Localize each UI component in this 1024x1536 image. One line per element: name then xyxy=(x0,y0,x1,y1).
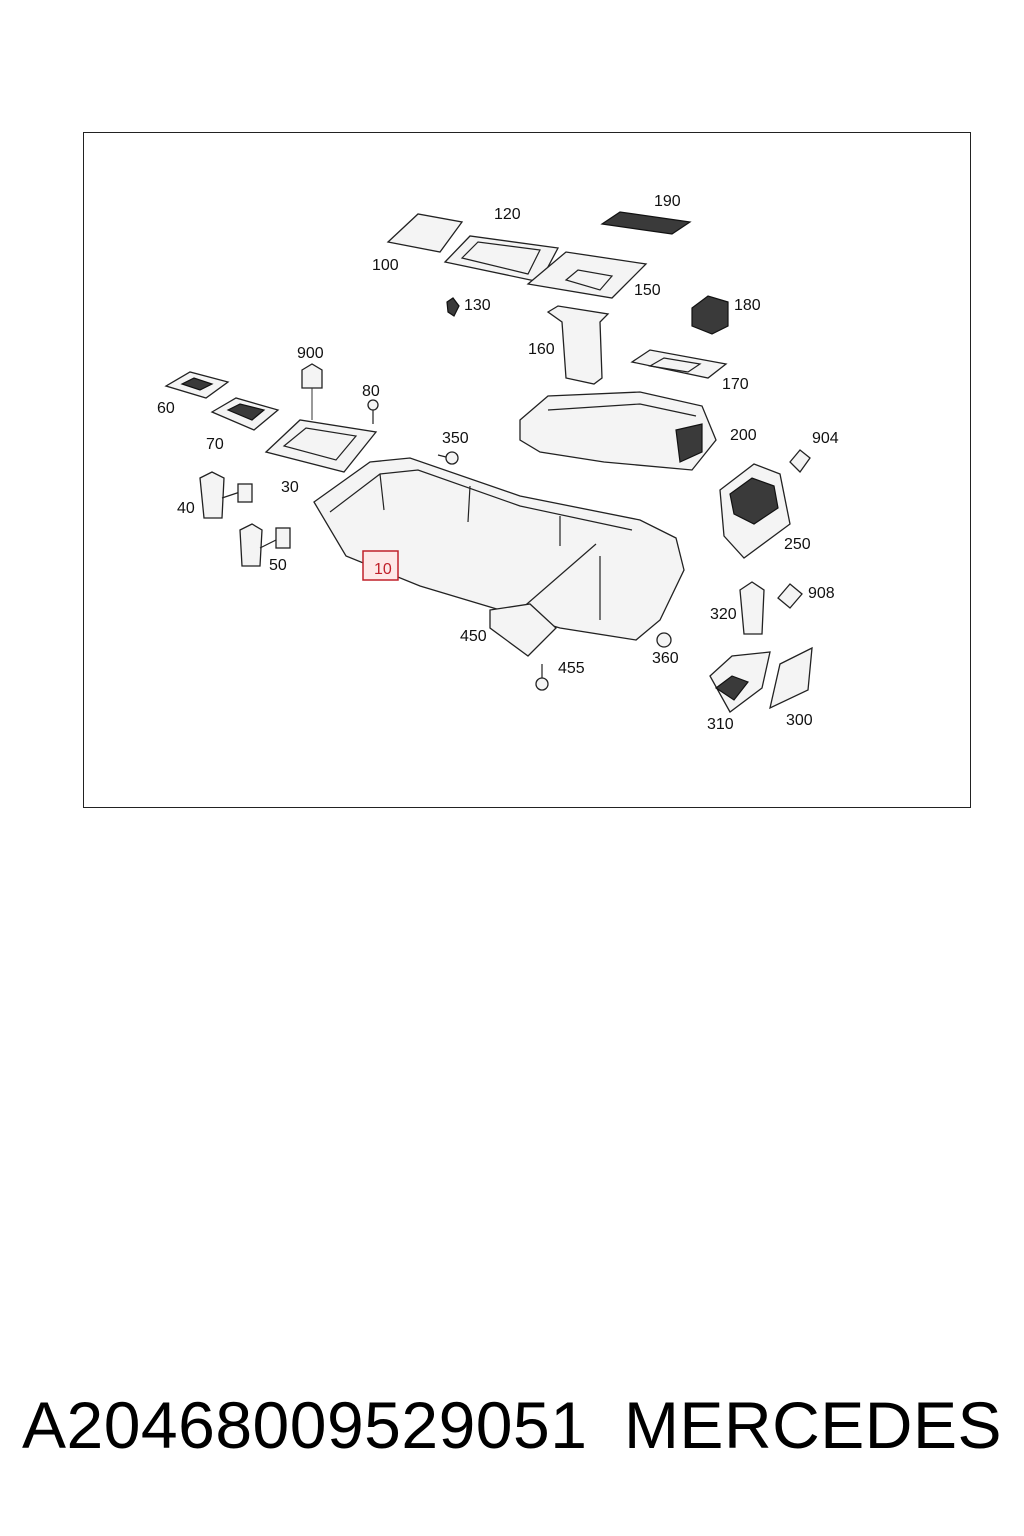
part-200-armrest[interactable] xyxy=(519,391,717,471)
label-180: 180 xyxy=(734,297,761,314)
caption: A2046800952905​1 MERCEDES xyxy=(0,1380,1024,1470)
label-80: 80 xyxy=(362,383,380,400)
part-310-insert[interactable] xyxy=(709,651,771,713)
part-40-socket[interactable] xyxy=(199,471,253,519)
label-70: 70 xyxy=(206,436,224,453)
part-30-carrier[interactable] xyxy=(264,419,378,473)
part-100-lid[interactable] xyxy=(386,213,464,253)
part-350-screw[interactable] xyxy=(437,451,459,465)
label-908: 908 xyxy=(808,585,835,602)
label-40: 40 xyxy=(177,500,195,517)
part-10-center-console[interactable] xyxy=(313,457,685,641)
label-190: 190 xyxy=(654,193,681,210)
label-60: 60 xyxy=(157,400,175,417)
part-150-trim[interactable] xyxy=(526,251,648,299)
label-455: 455 xyxy=(558,660,585,677)
label-10: 10 xyxy=(374,561,392,578)
label-350: 350 xyxy=(442,430,469,447)
label-130: 130 xyxy=(464,297,491,314)
part-80-screw[interactable] xyxy=(367,399,379,424)
part-900-label[interactable] xyxy=(301,363,323,420)
label-310: 310 xyxy=(707,716,734,733)
part-50-socket[interactable] xyxy=(239,523,291,567)
label-900: 900 xyxy=(297,345,324,362)
part-number: A2046800952905​1 xyxy=(22,1388,588,1462)
label-170: 170 xyxy=(722,376,749,393)
part-300-panel[interactable] xyxy=(769,646,813,710)
part-250-vent[interactable] xyxy=(719,463,791,559)
part-170-mat[interactable] xyxy=(630,349,728,379)
label-120: 120 xyxy=(494,206,521,223)
label-360: 360 xyxy=(652,650,679,667)
part-70-insert[interactable] xyxy=(210,397,280,431)
part-450-bracket[interactable] xyxy=(489,603,557,657)
label-320: 320 xyxy=(710,606,737,623)
part-120-frame[interactable] xyxy=(443,235,560,283)
part-455-screw[interactable] xyxy=(535,664,549,691)
label-450: 450 xyxy=(460,628,487,645)
label-200: 200 xyxy=(730,427,757,444)
label-250: 250 xyxy=(784,536,811,553)
label-904: 904 xyxy=(812,430,839,447)
part-160-cup-insert[interactable] xyxy=(546,305,610,385)
label-300: 300 xyxy=(786,712,813,729)
label-10-highlight-box[interactable] xyxy=(362,550,399,581)
label-150: 150 xyxy=(634,282,661,299)
part-908-label[interactable] xyxy=(777,583,803,609)
part-904-label[interactable] xyxy=(789,449,811,474)
label-50: 50 xyxy=(269,557,287,574)
part-190-mat[interactable] xyxy=(600,211,692,235)
label-30: 30 xyxy=(281,479,299,496)
part-180-module[interactable] xyxy=(691,295,729,335)
part-130-clip[interactable] xyxy=(446,297,460,317)
part-60-tray[interactable] xyxy=(164,371,230,399)
part-320-socket[interactable] xyxy=(739,581,765,635)
label-160: 160 xyxy=(528,341,555,358)
brand-name: MERCEDES xyxy=(623,1388,1002,1462)
label-100: 100 xyxy=(372,257,399,274)
part-360-nut[interactable] xyxy=(656,632,672,648)
